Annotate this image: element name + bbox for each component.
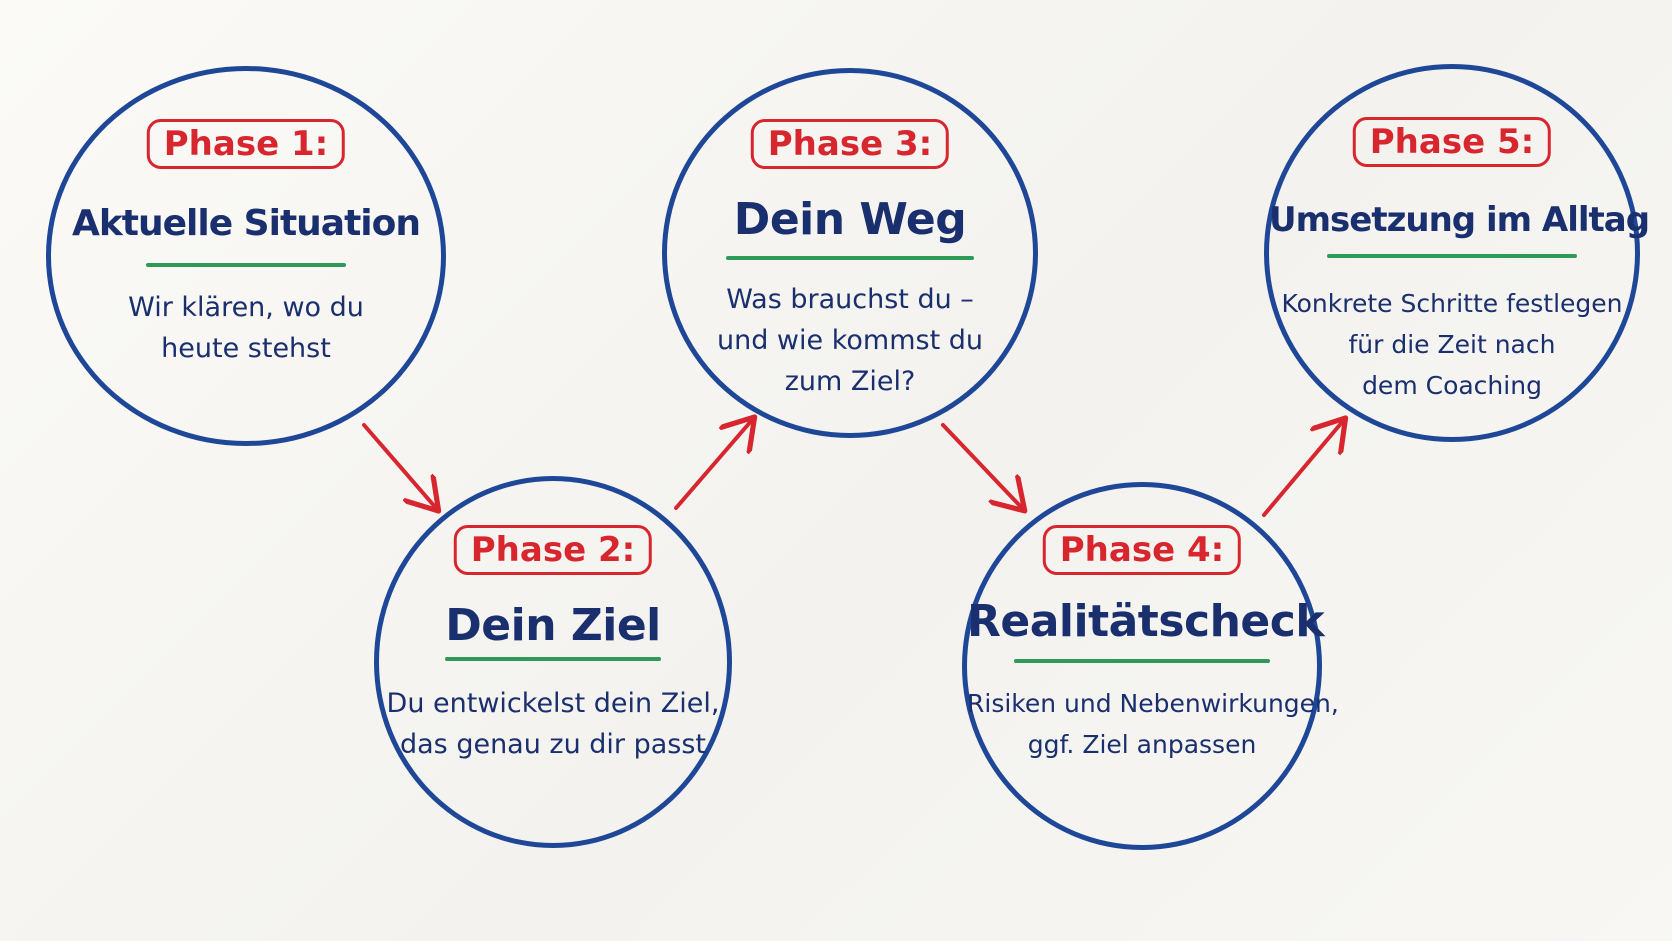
phase-4-circle: Phase 4: Realitätscheck Risiken und Nebe… [962, 482, 1339, 850]
phase-3-description: Was brauchst du – und wie kommst du zum … [667, 279, 1033, 402]
phase-4-description: Risiken und Nebenwirkungen, ggf. Ziel an… [967, 683, 1339, 765]
phase-5-circle: Phase 5: Umsetzung im Alltag Konkrete Sc… [1264, 64, 1650, 442]
phase-5-description: Konkrete Schritte festlegen für die Zeit… [1269, 283, 1635, 406]
phase-4-title: Realitätscheck [967, 596, 1325, 647]
phase-5-desc-line-2: für die Zeit nach [1348, 330, 1556, 359]
arrow-1-to-2 [362, 423, 436, 508]
phase-2-desc-line-1: Du entwickelst dein Ziel, [386, 688, 720, 719]
arrow-2-to-3 [674, 420, 752, 510]
phase-2-underline [445, 657, 661, 661]
phase-3-underline [726, 256, 974, 260]
phase-1-badge: Phase 1: [146, 119, 346, 169]
phase-2-title: Dein Ziel [445, 600, 661, 651]
phase-5-title: Umsetzung im Alltag [1269, 200, 1650, 240]
phase-3-desc-line-1: Was brauchst du – [726, 284, 974, 315]
phase-2-description: Du entwickelst dein Ziel, das genau zu d… [379, 683, 727, 765]
phase-3-desc-line-3: zum Ziel? [784, 366, 916, 397]
phase-2-desc-line-2: das genau zu dir passt [399, 729, 707, 760]
phase-4-underline [1014, 659, 1270, 663]
phase-1-desc-line-2: heute stehst [161, 333, 331, 364]
phase-4-desc-line-2: ggf. Ziel anpassen [1027, 730, 1257, 759]
phase-1-description: Wir klären, wo du heute stehst [51, 287, 441, 369]
phase-2-badge: Phase 2: [453, 525, 653, 575]
phase-2-circle: Phase 2: Dein Ziel Du entwickelst dein Z… [374, 476, 732, 848]
phase-5-underline [1327, 254, 1577, 258]
phase-5-badge: Phase 5: [1352, 117, 1552, 167]
phase-1-circle: Phase 1: Aktuelle Situation Wir klären, … [46, 66, 446, 446]
arrow-3-to-4 [941, 423, 1022, 508]
phase-3-title: Dein Weg [733, 194, 967, 245]
phase-1-desc-line-1: Wir klären, wo du [128, 292, 364, 323]
phase-5-desc-line-1: Konkrete Schritte festlegen [1281, 289, 1623, 318]
phase-3-desc-line-2: und wie kommst du [716, 325, 983, 356]
phase-3-circle: Phase 3: Dein Weg Was brauchst du – und … [662, 68, 1038, 438]
arrow-4-to-5 [1262, 421, 1343, 517]
phase-5-desc-line-3: dem Coaching [1362, 371, 1542, 400]
phase-1-underline [146, 263, 346, 267]
phase-4-badge: Phase 4: [1042, 525, 1242, 575]
phase-3-badge: Phase 3: [750, 119, 950, 169]
phase-4-desc-line-1: Risiken und Nebenwirkungen, [967, 689, 1339, 718]
phase-1-title: Aktuelle Situation [72, 203, 421, 244]
